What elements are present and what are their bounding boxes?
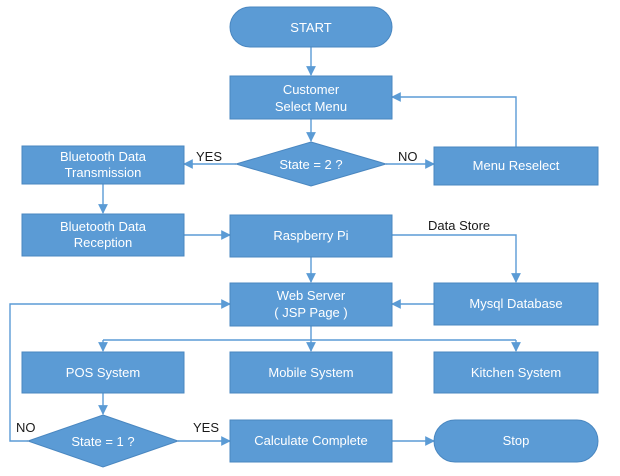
- node-web-server-line-2: ( JSP Page ): [274, 305, 347, 320]
- node-web-server: Web Server ( JSP Page ): [229, 282, 393, 327]
- label-state2-yes: YES: [196, 149, 222, 164]
- node-customer-select-menu: Customer Select Menu: [229, 75, 393, 120]
- edge-menu-reselect-to-customer: [391, 92, 517, 147]
- node-bt-reception-line-2: Reception: [74, 235, 133, 250]
- node-calculate-complete: Calculate Complete: [229, 419, 393, 463]
- node-state1-label: State = 1 ?: [71, 434, 134, 449]
- node-pos-label: POS System: [66, 365, 140, 380]
- node-raspberry-pi-label: Raspberry Pi: [273, 228, 348, 243]
- node-web-server-line-1: Web Server: [277, 288, 346, 303]
- connectors: [9, 47, 521, 446]
- node-raspberry-pi: Raspberry Pi: [229, 214, 393, 258]
- node-customer-line-1: Customer: [283, 82, 340, 97]
- node-decision-state1: State = 1 ?: [26, 414, 180, 468]
- node-bt-reception: Bluetooth Data Reception: [21, 213, 185, 257]
- label-data-store: Data Store: [428, 218, 490, 233]
- node-start-label: START: [290, 20, 331, 35]
- edge-state1-no-to-web-server: [9, 299, 231, 442]
- label-state1-yes: YES: [193, 420, 219, 435]
- node-menu-reselect-label: Menu Reselect: [473, 158, 560, 173]
- node-stop: Stop: [433, 419, 599, 463]
- edge-web-server-to-systems: [103, 326, 516, 341]
- node-bt-transmission-line-1: Bluetooth Data: [60, 149, 147, 164]
- node-bt-reception-line-1: Bluetooth Data: [60, 219, 147, 234]
- node-pos-system: POS System: [21, 351, 185, 394]
- node-menu-reselect: Menu Reselect: [433, 146, 599, 186]
- node-kitchen-label: Kitchen System: [471, 365, 561, 380]
- node-bt-transmission: Bluetooth Data Transmission: [21, 145, 185, 185]
- node-mobile-label: Mobile System: [268, 365, 353, 380]
- label-state2-no: NO: [398, 149, 418, 164]
- node-mysql-database: Mysql Database: [433, 282, 599, 326]
- node-bt-transmission-line-2: Transmission: [65, 165, 142, 180]
- node-customer-line-2: Select Menu: [275, 99, 347, 114]
- node-start: START: [229, 6, 393, 48]
- node-kitchen-system: Kitchen System: [433, 351, 599, 394]
- node-decision-state2: State = 2 ?: [234, 141, 388, 187]
- node-mysql-label: Mysql Database: [469, 296, 562, 311]
- node-mobile-system: Mobile System: [229, 351, 393, 394]
- edge-raspberry-to-mysql: [392, 234, 521, 283]
- node-stop-label: Stop: [503, 433, 530, 448]
- label-state1-no: NO: [16, 420, 36, 435]
- node-calculate-label: Calculate Complete: [254, 433, 367, 448]
- node-state2-label: State = 2 ?: [279, 157, 342, 172]
